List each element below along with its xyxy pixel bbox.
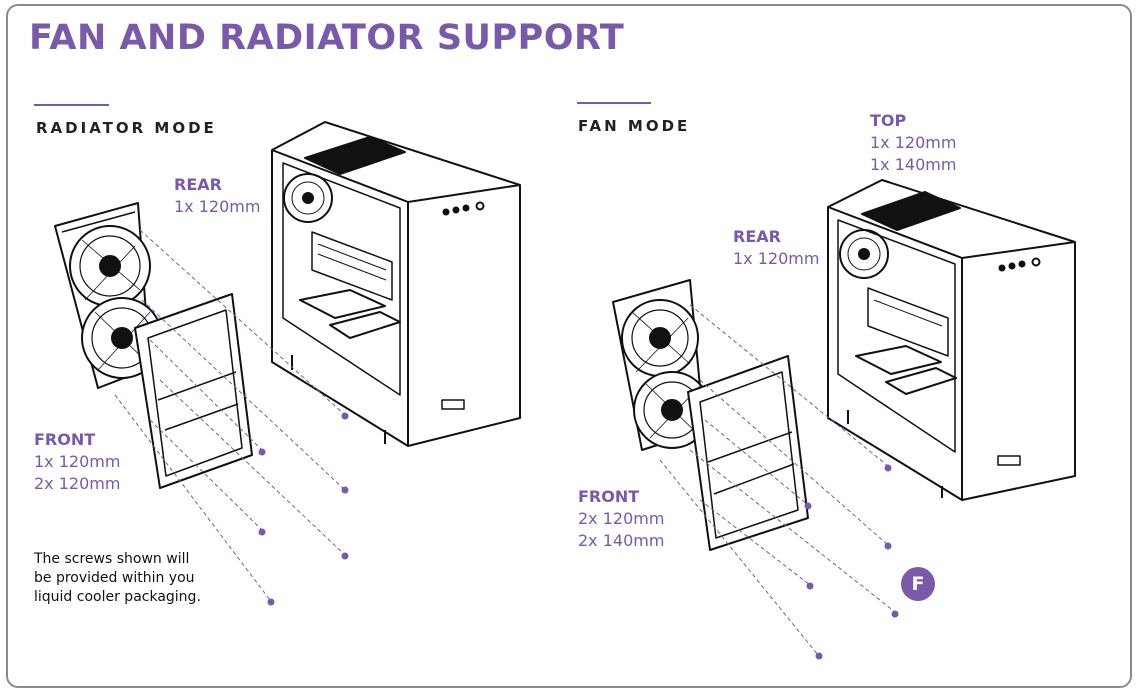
screws-note-line: The screws shown will [34, 551, 190, 567]
section-heading-radiator-mode: RADIATOR MODE [36, 119, 217, 137]
mounting-bracket-right [687, 355, 809, 551]
fan-front-size-1: 2x 120mm [578, 509, 665, 528]
page-frame [6, 4, 1132, 688]
section-rule-fan [577, 102, 651, 104]
screws-note: The screws shown will be provided within… [34, 550, 224, 607]
radiator-front-size-1: 1x 120mm [34, 452, 121, 471]
fan-front-size-2: 2x 140mm [578, 531, 665, 550]
fan-top-size-2: 1x 140mm [870, 155, 957, 174]
pc-case-illustration-left [271, 121, 521, 447]
section-heading-fan-mode: FAN MODE [578, 117, 691, 135]
radiator-front-label: FRONT 1x 120mm 2x 120mm [34, 429, 120, 495]
pc-case-illustration-right [827, 179, 1076, 501]
radiator-front-heading: FRONT [34, 430, 96, 449]
fan-rear-size: 1x 120mm [733, 249, 820, 268]
fan-top-size-1: 1x 120mm [870, 133, 957, 152]
screws-note-line: liquid cooler packaging. [34, 589, 201, 605]
radiator-rear-heading: REAR [174, 175, 222, 194]
fan-top-heading: TOP [870, 111, 907, 130]
front-fans-illustration [612, 279, 711, 451]
fan-rear-heading: REAR [733, 227, 781, 246]
guide-lines [114, 229, 896, 656]
radiator-illustration [54, 202, 163, 389]
fan-front-heading: FRONT [578, 487, 640, 506]
fan-top-label: TOP 1x 120mm 1x 140mm [870, 110, 956, 176]
radiator-rear-label: REAR 1x 120mm [174, 174, 260, 218]
screws [258, 412, 899, 660]
step-badge: F [901, 567, 935, 601]
radiator-front-size-2: 2x 120mm [34, 474, 121, 493]
fan-front-label: FRONT 2x 120mm 2x 140mm [578, 486, 664, 552]
radiator-rear-size: 1x 120mm [174, 197, 261, 216]
section-rule-radiator [34, 104, 109, 106]
page-title: FAN AND RADIATOR SUPPORT [29, 18, 625, 58]
fan-rear-label: REAR 1x 120mm [733, 226, 819, 270]
screws-note-line: be provided within you [34, 570, 195, 586]
mounting-bracket-left [134, 293, 253, 489]
